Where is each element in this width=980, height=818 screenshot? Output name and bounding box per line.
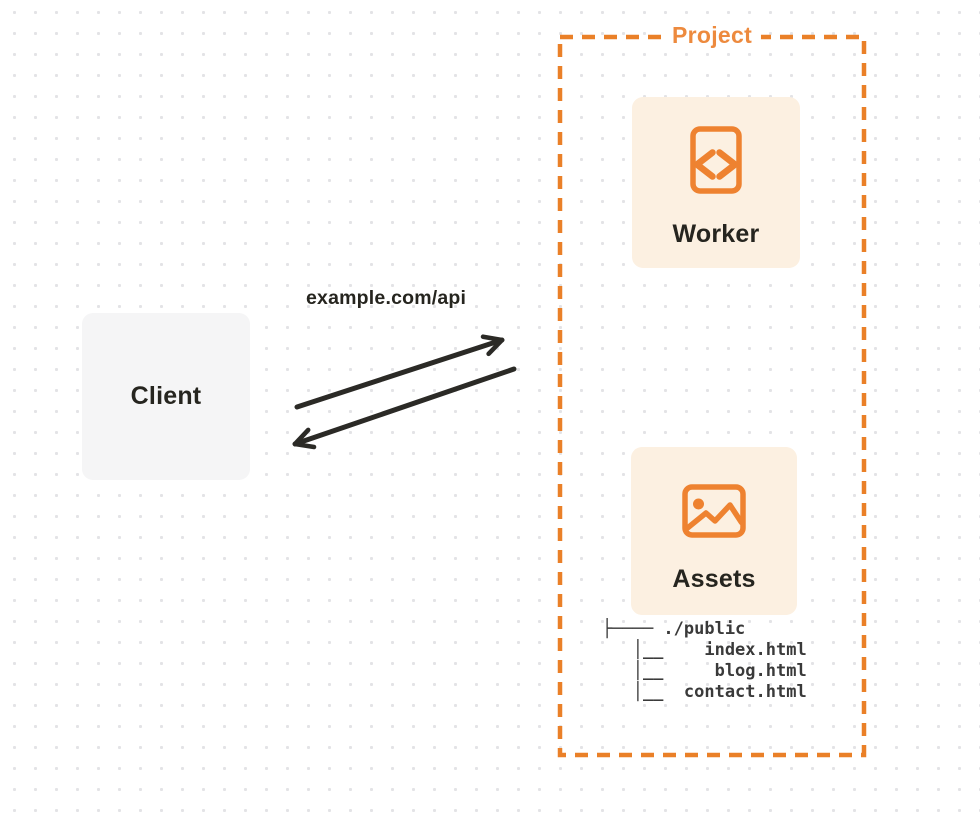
worker-label: Worker	[672, 220, 760, 248]
request-arrow	[294, 334, 505, 410]
project-label: Project	[662, 21, 762, 49]
code-document-icon	[690, 126, 742, 194]
client-node: Client	[82, 313, 250, 480]
worker-node: Worker	[632, 97, 800, 268]
client-label: Client	[130, 382, 202, 410]
assets-node: Assets	[631, 447, 797, 615]
response-arrow	[292, 366, 517, 450]
image-icon	[682, 484, 746, 538]
request-url-label: example.com/api	[306, 287, 467, 309]
assets-file-tree: ├──── ./public │__ index.html │__ blog.h…	[602, 619, 807, 702]
assets-label: Assets	[672, 565, 756, 593]
